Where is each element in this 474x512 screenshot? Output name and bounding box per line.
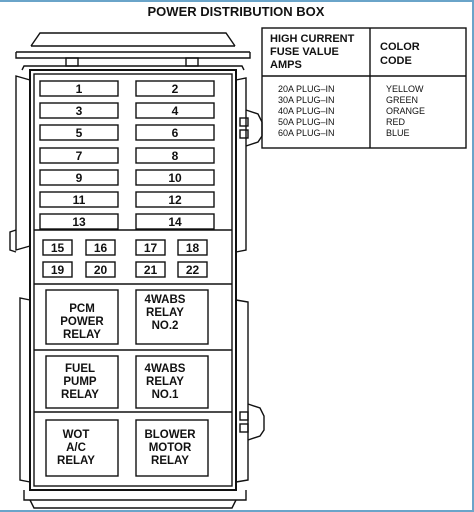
legend-row-color: ORANGE — [386, 106, 425, 116]
svg-text:21: 21 — [144, 263, 158, 277]
svg-text:RELAY: RELAY — [61, 389, 99, 401]
svg-text:16: 16 — [94, 241, 108, 255]
svg-text:NO.1: NO.1 — [152, 389, 179, 401]
relay-pcm-power: PCM POWER RELAY — [45, 289, 119, 345]
legend-header-color-line2: CODE — [380, 55, 412, 67]
fuse-slot-22: 22 — [177, 261, 208, 278]
fuse-slot-5: 5 — [39, 124, 119, 141]
fuse-slot-12: 12 — [135, 191, 215, 208]
diagram-title: POWER DISTRIBUTION BOX — [148, 4, 325, 19]
fuse-slot-9: 9 — [39, 169, 119, 186]
fuse-slot-20: 20 — [85, 261, 116, 278]
svg-text:RELAY: RELAY — [63, 329, 101, 341]
svg-text:6: 6 — [172, 126, 179, 140]
legend-header-amps-line2: FUSE VALUE — [270, 46, 339, 58]
fuse-slot-6: 6 — [135, 124, 215, 141]
legend-row-amps: 40A PLUG–IN — [278, 106, 335, 116]
legend-row-color: RED — [386, 117, 406, 127]
relay-fuel-pump: FUEL PUMP RELAY — [45, 355, 119, 409]
fuse-slot-3: 3 — [39, 102, 119, 119]
relay-blower-motor: BLOWER MOTOR RELAY — [135, 419, 209, 477]
svg-text:15: 15 — [51, 241, 65, 255]
svg-text:1: 1 — [76, 82, 83, 96]
svg-text:4: 4 — [172, 104, 179, 118]
svg-text:8: 8 — [172, 149, 179, 163]
legend-header-amps-line3: AMPS — [270, 59, 302, 71]
svg-text:PUMP: PUMP — [63, 376, 97, 388]
svg-text:10: 10 — [168, 171, 182, 185]
svg-text:22: 22 — [186, 263, 200, 277]
svg-text:PCM: PCM — [69, 303, 95, 315]
legend-row-amps: 30A PLUG–IN — [278, 95, 335, 105]
relay-wot-ac: WOT A/C RELAY — [45, 419, 119, 477]
legend-row-amps: 50A PLUG–IN — [278, 117, 335, 127]
svg-text:FUEL: FUEL — [65, 363, 95, 375]
svg-text:2: 2 — [172, 82, 179, 96]
svg-text:RELAY: RELAY — [146, 376, 184, 388]
svg-text:RELAY: RELAY — [57, 455, 95, 467]
fuse-slot-7: 7 — [39, 147, 119, 164]
legend-header-amps-line1: HIGH CURRENT — [270, 33, 355, 45]
svg-text:POWER: POWER — [60, 316, 104, 328]
legend-row-amps: 20A PLUG–IN — [278, 84, 335, 94]
svg-text:RELAY: RELAY — [151, 455, 189, 467]
svg-text:NO.2: NO.2 — [152, 320, 179, 332]
housing-outline — [9, 32, 265, 509]
svg-text:BLOWER: BLOWER — [144, 429, 196, 441]
fuse-slot-8: 8 — [135, 147, 215, 164]
svg-text:4WABS: 4WABS — [145, 294, 186, 306]
svg-text:18: 18 — [186, 241, 200, 255]
svg-text:11: 11 — [73, 193, 86, 207]
svg-text:RELAY: RELAY — [146, 307, 184, 319]
fuse-slot-10: 10 — [135, 169, 215, 186]
svg-text:WOT: WOT — [63, 429, 90, 441]
svg-text:7: 7 — [76, 149, 83, 163]
svg-text:4WABS: 4WABS — [145, 363, 186, 375]
svg-text:17: 17 — [144, 241, 158, 255]
legend-row-color: GREEN — [386, 95, 418, 105]
fuse-slot-11: 11 — [39, 191, 119, 208]
fuse-slot-4: 4 — [135, 102, 215, 119]
svg-text:5: 5 — [76, 126, 83, 140]
svg-text:12: 12 — [168, 193, 182, 207]
svg-text:3: 3 — [76, 104, 83, 118]
legend-row-amps: 60A PLUG–IN — [278, 128, 335, 138]
legend-row-color: BLUE — [386, 128, 410, 138]
svg-text:9: 9 — [76, 171, 83, 185]
svg-text:14: 14 — [168, 215, 182, 229]
svg-text:MOTOR: MOTOR — [149, 442, 192, 454]
svg-text:A/C: A/C — [66, 442, 86, 454]
legend-header-color-line1: COLOR — [380, 41, 420, 53]
svg-text:20: 20 — [94, 263, 108, 277]
fuse-slot-17: 17 — [135, 239, 166, 256]
fuse-slot-13: 13 — [39, 213, 119, 230]
fuse-slot-19: 19 — [42, 261, 73, 278]
fuse-slot-2: 2 — [135, 80, 215, 97]
relay-4wabs-no2: 4WABS RELAY NO.2 — [135, 289, 209, 345]
relay-4wabs-no1: 4WABS RELAY NO.1 — [135, 355, 209, 409]
fuse-slot-18: 18 — [177, 239, 208, 256]
svg-text:13: 13 — [72, 215, 86, 229]
svg-text:19: 19 — [51, 263, 65, 277]
fuse-slot-15: 15 — [42, 239, 73, 256]
fuse-color-legend-table: HIGH CURRENT FUSE VALUE AMPS COLOR CODE … — [261, 27, 467, 149]
fuse-slot-14: 14 — [135, 213, 215, 230]
fuse-slot-1: 1 — [39, 80, 119, 97]
fuse-slot-21: 21 — [135, 261, 166, 278]
legend-row-color: YELLOW — [386, 84, 424, 94]
fuse-slot-16: 16 — [85, 239, 116, 256]
